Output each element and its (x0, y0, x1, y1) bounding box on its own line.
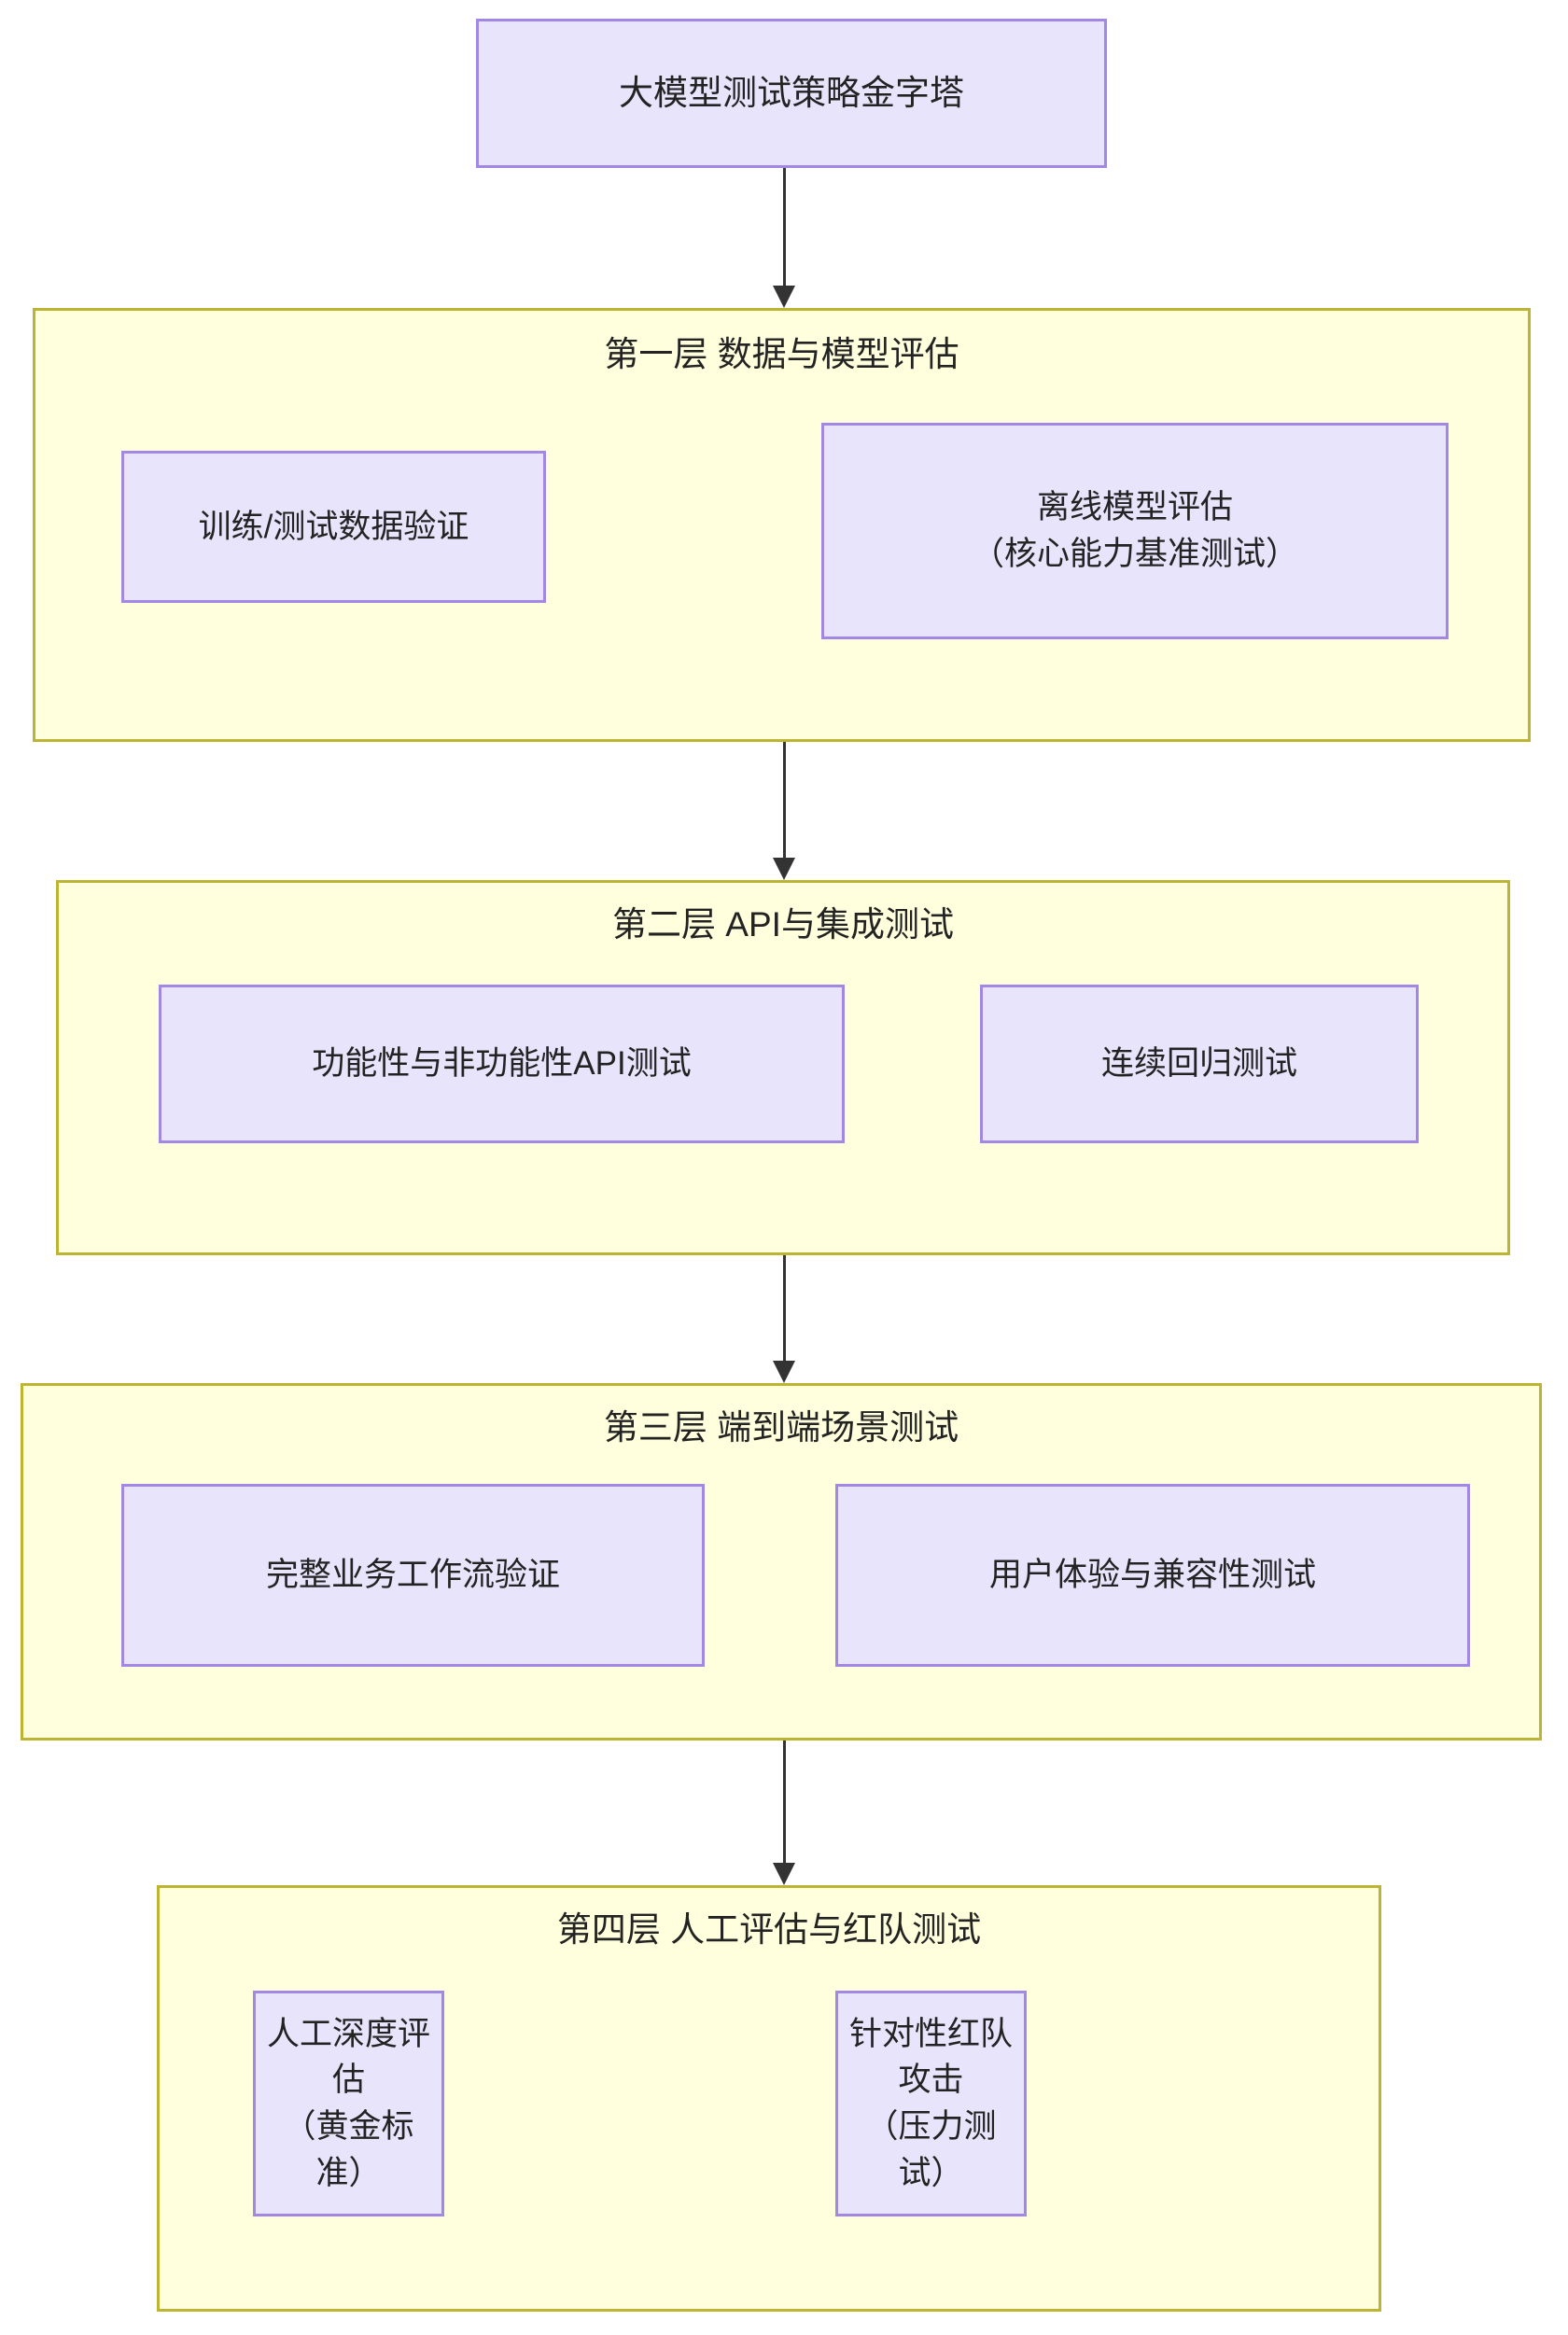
node-offline-model-eval-label: 离线模型评估 （核心能力基准测试） (971, 489, 1298, 572)
edge-arrowhead (773, 1863, 795, 1885)
cluster-layer-4[interactable]: 第四层 人工评估与红队测试 (157, 1885, 1381, 2312)
node-human-deep-eval-label: 人工深度评估 （黄金标准） (267, 2015, 431, 2191)
edge-arrowhead (773, 286, 795, 308)
cluster-layer-2-title: 第二层 API与集成测试 (612, 905, 954, 944)
root-node-label: 大模型测试策略金字塔 (619, 73, 964, 112)
node-business-workflow[interactable]: 完整业务工作流验证 (121, 1484, 705, 1667)
node-business-workflow-label: 完整业务工作流验证 (265, 1557, 560, 1594)
edge-line (783, 168, 786, 286)
node-offline-model-eval[interactable]: 离线模型评估 （核心能力基准测试） (821, 423, 1449, 639)
node-data-validation-label: 训练/测试数据验证 (198, 508, 469, 545)
edge-arrowhead (773, 1361, 795, 1383)
node-ux-compatibility[interactable]: 用户体验与兼容性测试 (835, 1484, 1470, 1667)
node-ux-compatibility-label: 用户体验与兼容性测试 (988, 1557, 1316, 1594)
edge-arrowhead (773, 858, 795, 880)
edge-line (783, 742, 786, 858)
root-node-testing-pyramid[interactable]: 大模型测试策略金字塔 (476, 19, 1107, 168)
node-red-team-attack-label: 针对性红队攻击 （压力测试） (849, 2015, 1014, 2191)
node-api-testing[interactable]: 功能性与非功能性API测试 (159, 985, 845, 1143)
node-continuous-regression[interactable]: 连续回归测试 (980, 985, 1419, 1143)
cluster-layer-4-title: 第四层 人工评估与红队测试 (556, 1910, 982, 1949)
node-red-team-attack[interactable]: 针对性红队攻击 （压力测试） (835, 1991, 1027, 2216)
edge-line (783, 1255, 786, 1361)
cluster-layer-3-title: 第三层 端到端场景测试 (603, 1408, 959, 1447)
edge-line (783, 1741, 786, 1863)
node-continuous-regression-label: 连续回归测试 (1100, 1045, 1297, 1083)
node-data-validation[interactable]: 训练/测试数据验证 (121, 451, 546, 603)
node-human-deep-eval[interactable]: 人工深度评估 （黄金标准） (253, 1991, 444, 2216)
cluster-layer-1-title: 第一层 数据与模型评估 (604, 335, 959, 373)
node-api-testing-label: 功能性与非功能性API测试 (312, 1045, 692, 1083)
